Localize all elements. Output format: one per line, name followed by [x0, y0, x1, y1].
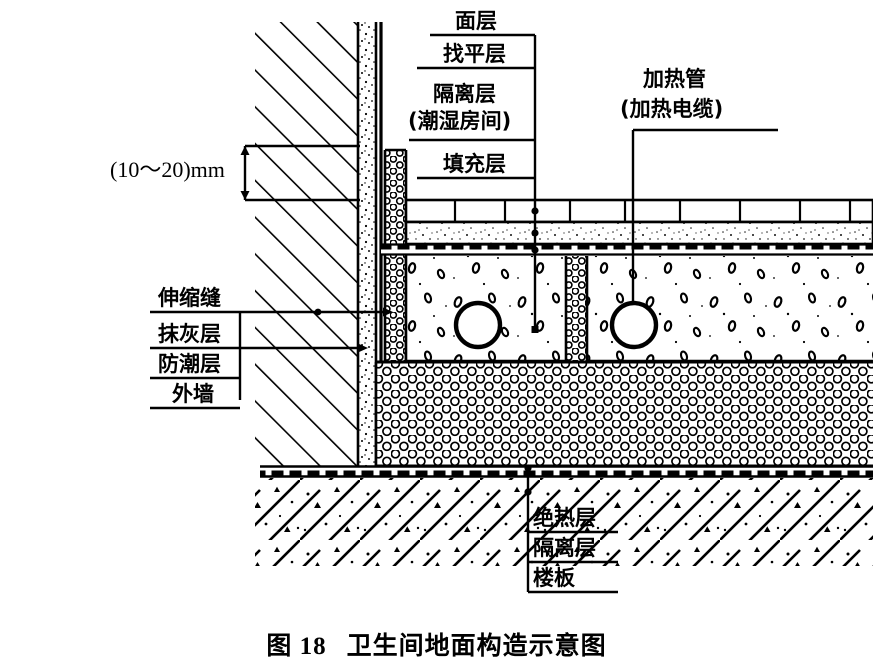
heating-pipe-left — [453, 300, 503, 350]
bottom-label-leaders — [524, 464, 618, 594]
dimension-10-20mm — [240, 144, 360, 202]
figure-caption-number: 图 18 — [266, 633, 327, 660]
label-thermal-insulation-layer: 绝热层 — [533, 506, 596, 530]
label-heating-pipe: 加热管 — [643, 67, 706, 91]
label-floor-slab: 楼板 — [533, 566, 575, 590]
label-filling-layer: 填充层 — [443, 152, 506, 176]
floor-slab-layer — [255, 478, 873, 566]
label-isolation-layer-note: (潮湿房间) — [408, 109, 512, 133]
heating-pipe-leader — [631, 128, 778, 303]
isolation-layer-upper — [381, 243, 873, 256]
top-label-leaders — [409, 33, 539, 333]
wall-plaster-layer — [356, 22, 378, 470]
label-heating-pipe-note: (加热电缆) — [620, 97, 724, 121]
leveling-layer — [404, 220, 873, 246]
figure-caption-title: 卫生间地面构造示意图 — [346, 631, 607, 660]
label-isolation-layer: 隔离层 — [433, 82, 496, 106]
label-plaster-layer: 抹灰层 — [158, 322, 221, 346]
figure-caption: 图 18 卫生间地面构造示意图 — [0, 626, 873, 662]
label-surface-layer: 面层 — [455, 9, 497, 33]
left-label-leaders — [150, 307, 393, 410]
surface-layer-tiles — [404, 198, 873, 224]
label-dampproof-layer: 防潮层 — [158, 352, 221, 376]
heating-pipe-right — [609, 300, 659, 350]
label-expansion-joint: 伸缩缝 — [158, 286, 221, 310]
label-exterior-wall: 外墙 — [172, 382, 214, 406]
filling-layer-divider-insulation — [564, 256, 589, 361]
thermal-insulation-layer — [374, 360, 873, 468]
label-isolation-layer-lower: 隔离层 — [533, 536, 596, 560]
isolation-layer-lower — [260, 465, 873, 478]
dimension-note-label: (10～20)mm — [110, 157, 225, 182]
label-leveling-layer: 找平层 — [443, 42, 506, 66]
exterior-wall-body — [255, 22, 358, 470]
